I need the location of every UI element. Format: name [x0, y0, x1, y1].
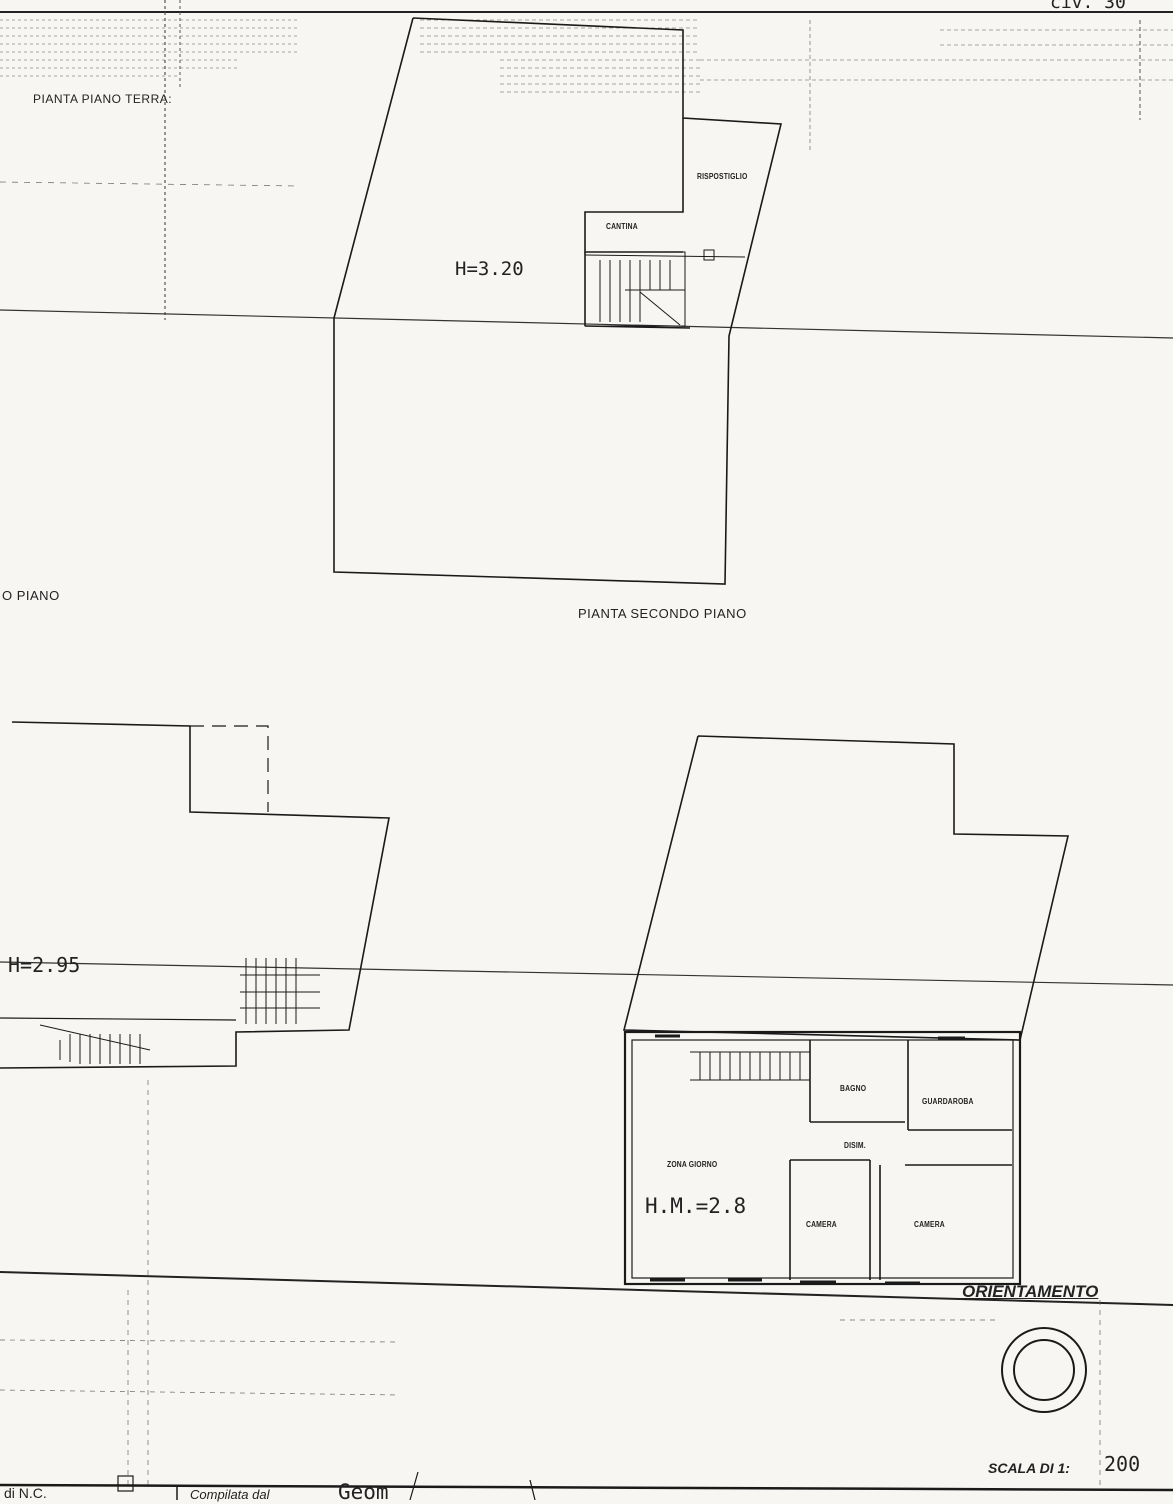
scale-label: SCALA DI 1:	[988, 1460, 1070, 1476]
height-top-plan: H=3.20	[455, 258, 524, 280]
guide-line-middle	[0, 961, 1173, 986]
height-left-plan: H=2.95	[8, 953, 81, 977]
grid-guides-bottom	[0, 1080, 1101, 1490]
orientation-label: ORIENTAMENTO	[962, 1282, 1099, 1301]
room-bagno: BAGNO	[840, 1084, 867, 1093]
compass-icon	[1001, 1327, 1087, 1413]
top-floor-plan	[333, 17, 783, 585]
room-guardaroba: GUARDAROBA	[922, 1097, 974, 1106]
right-floor-plan	[622, 735, 1070, 1286]
footer-compilata: Compilata dal	[190, 1487, 270, 1502]
footer-nc: di N.C.	[4, 1485, 47, 1501]
room-disimpegno: DISIM.	[844, 1141, 866, 1150]
guide-line-dashed	[0, 181, 301, 187]
room-zona-giorno: ZONA GIORNO	[667, 1160, 718, 1169]
title-piano-terra: PIANTA PIANO TERRA:	[33, 92, 173, 106]
checkbox-icon	[117, 1475, 134, 1492]
grid-hatch-topcenter	[420, 19, 1173, 150]
scale-value: 200	[1104, 1452, 1141, 1476]
guide-line-top	[0, 309, 1173, 339]
title-piano-left: O PIANO	[2, 588, 60, 603]
signature-stroke-2	[529, 1479, 536, 1500]
header-civ: civ. 30	[1050, 0, 1126, 13]
room-ripostiglio: RISPOSTIGLIO	[697, 172, 748, 181]
height-right-plan: H.M.=2.8	[645, 1194, 747, 1218]
title-secondo-piano: PIANTA SECONDO PIANO	[578, 606, 747, 621]
grid-hatch-topleft	[0, 0, 300, 320]
left-floor-plan	[0, 721, 390, 1069]
title-block-rule	[0, 1483, 1173, 1492]
footer-geom: Geom	[338, 1480, 389, 1504]
room-camera-2: CAMERA	[914, 1220, 945, 1229]
guide-line-bottom	[0, 1271, 1173, 1306]
room-camera-1: CAMERA	[806, 1220, 837, 1229]
room-cantina: CANTINA	[606, 222, 638, 231]
signature-stroke	[409, 1471, 419, 1500]
